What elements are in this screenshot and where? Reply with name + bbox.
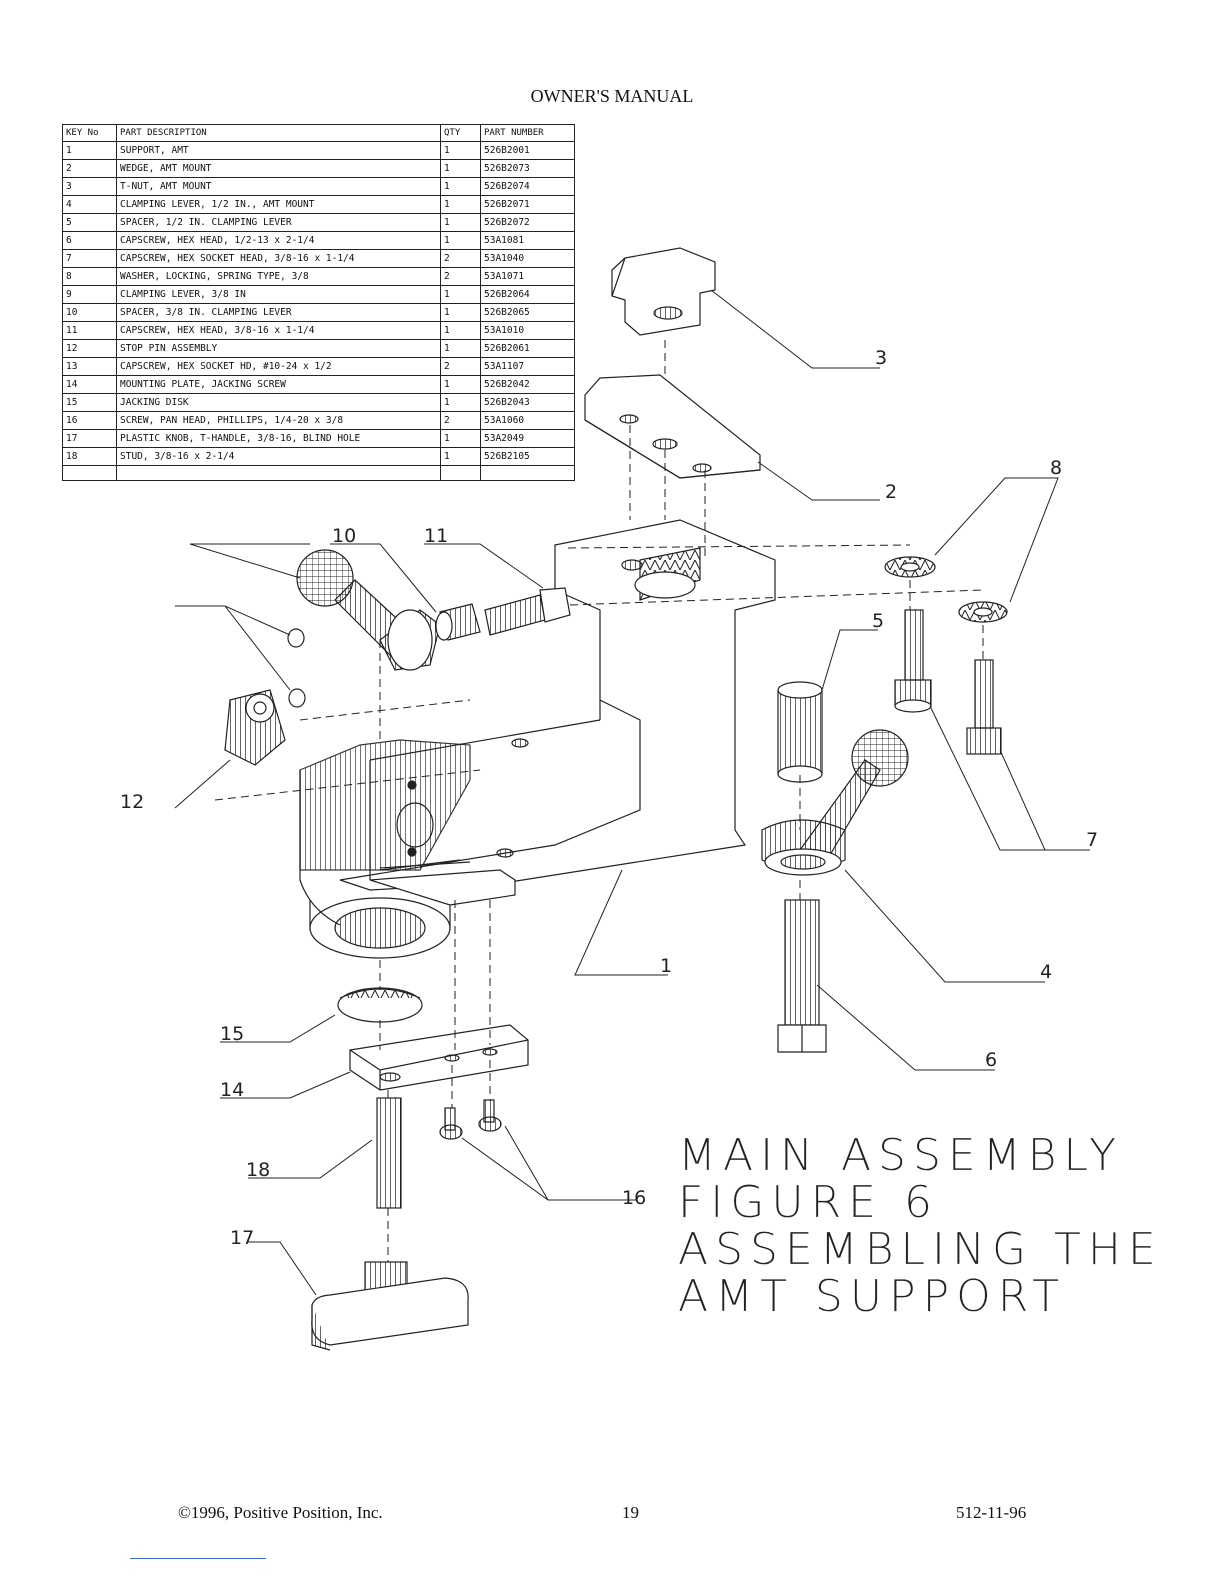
table-row-empty [62, 465, 575, 481]
figure-caption: MAIN ASSEMBLY FIGURE 6 ASSEMBLING THE AM… [678, 1132, 1163, 1320]
footer-doc-code: 512-11-96 [956, 1503, 1027, 1522]
callout-8: 8 [1050, 457, 1062, 479]
callout-17: 17 [230, 1227, 254, 1249]
capscrew-hex-part [777, 899, 827, 1053]
t-nut-part [611, 247, 716, 336]
callout-4: 4 [1040, 961, 1052, 983]
spacer-small-part [435, 603, 481, 641]
callout-1: 1 [660, 955, 672, 977]
callout-16: 16 [622, 1187, 646, 1209]
clamping-lever-part [761, 729, 909, 876]
support-body-part [299, 519, 776, 959]
callout-7: 7 [1086, 829, 1098, 851]
capscrew-socket-part [894, 609, 1002, 755]
cell-part-number: 526B2071 [480, 195, 575, 214]
stud-part [376, 1097, 402, 1209]
figure-caption-line-2: FIGURE 6 [678, 1177, 939, 1228]
pan-head-screw-part [439, 1099, 502, 1140]
mounting-plate-part [349, 1024, 529, 1091]
stop-pin-assembly-part [224, 628, 306, 766]
callout-10: 10 [332, 525, 356, 547]
callout-18: 18 [246, 1159, 270, 1181]
centerlines [214, 340, 984, 1262]
bottom-rule [130, 1558, 266, 1559]
page-header: OWNER'S MANUAL [530, 86, 694, 106]
footer-copyright: ©1996, Positive Position, Inc. [178, 1503, 383, 1522]
callout-3: 3 [875, 347, 887, 369]
callout-5: 5 [872, 610, 884, 632]
small-lever-part [296, 549, 441, 671]
callout-2: 2 [885, 481, 897, 503]
figure-caption-line-4: AMT SUPPORT [678, 1271, 1067, 1322]
spacer-part [777, 681, 823, 783]
plastic-knob-part [311, 1261, 469, 1351]
callout-11: 11 [424, 525, 448, 547]
figure-caption-line-1: MAIN ASSEMBLY [678, 1130, 1124, 1181]
cell-empty [480, 465, 575, 481]
leader-lines [174, 289, 1090, 1296]
callout-12: 12 [120, 791, 144, 813]
footer-page-number: 19 [622, 1503, 639, 1522]
callout-15: 15 [220, 1023, 244, 1045]
cell-part-number: 53A1081 [480, 231, 575, 250]
callout-14: 14 [220, 1079, 244, 1101]
parts-table: KEY No PART DESCRIPTION QTY PART NUMBER … [62, 124, 575, 481]
wedge-part [584, 374, 761, 479]
figure-caption-line-3: ASSEMBLING THE [678, 1224, 1163, 1275]
jacking-disk-part [337, 987, 423, 1023]
callout-6: 6 [985, 1049, 997, 1071]
capscrew-hex-small-part [484, 587, 571, 636]
